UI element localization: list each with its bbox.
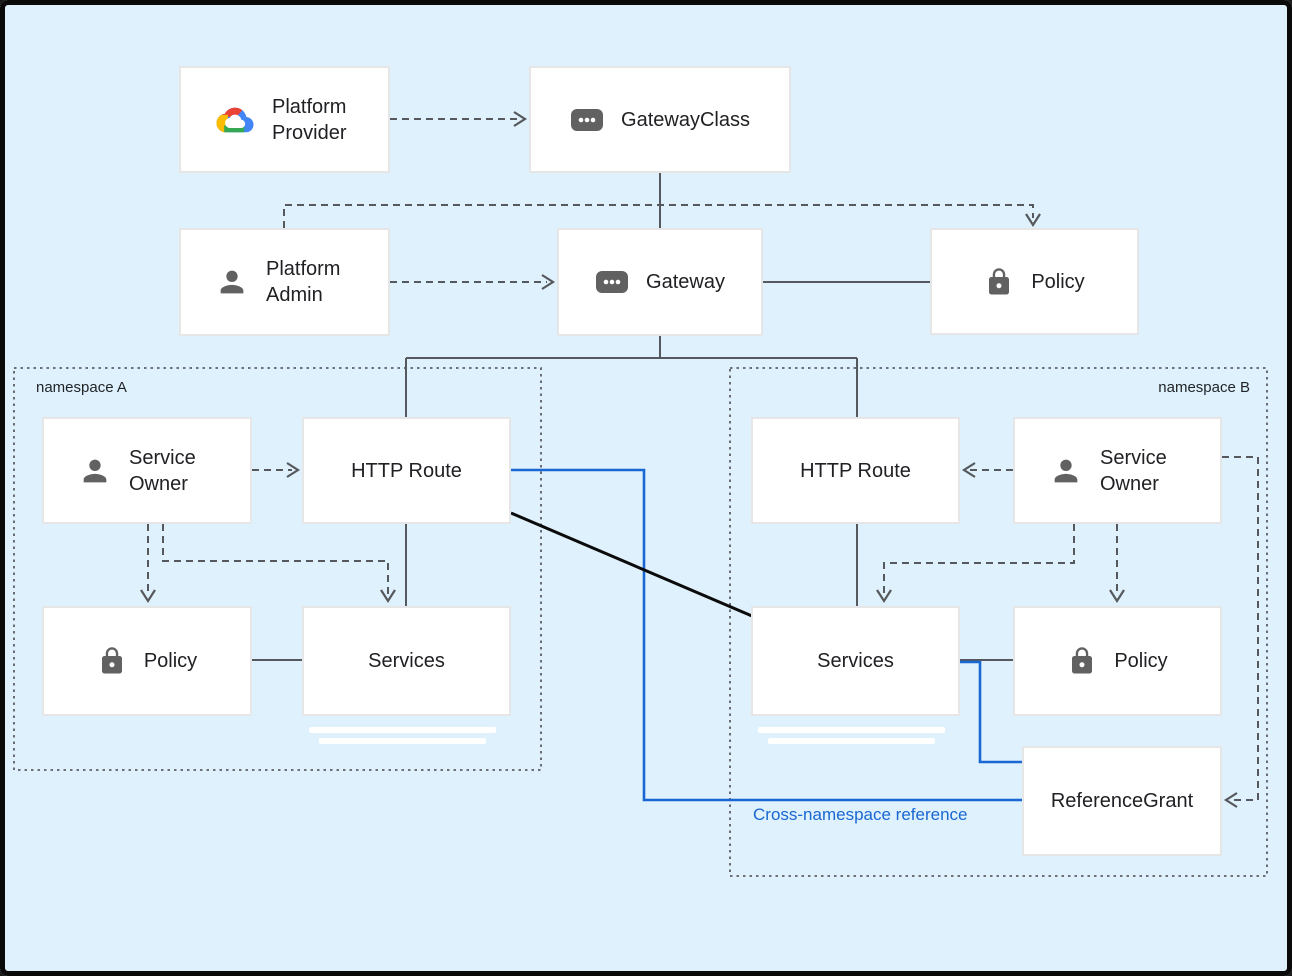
- edge-gateway-to-httproutes: [405, 336, 858, 417]
- lock-icon: [1067, 646, 1097, 676]
- gateway-chip-icon: [570, 108, 604, 132]
- lock-icon: [97, 646, 127, 676]
- node-label: Platform Provider: [272, 95, 347, 144]
- node-label: HTTP Route: [800, 459, 911, 482]
- gateway-chip-icon: [595, 270, 629, 294]
- edge-platform-provider-to-gatewayclass: [390, 111, 528, 127]
- services-b-stack-line-1: [758, 727, 945, 733]
- edge-service-owner-b-to-services-b: [876, 524, 1075, 604]
- node-reference-grant: ReferenceGrant: [1022, 746, 1222, 856]
- services-a-stack-line-1: [309, 727, 496, 733]
- node-label: Services: [817, 650, 894, 672]
- node-policy-b: Policy: [1013, 606, 1222, 716]
- edge-httproute-a-to-services-b-black: [510, 511, 753, 618]
- node-label: Service Owner: [1100, 446, 1167, 495]
- edge-service-owner-b-to-policy-b: [1109, 524, 1125, 604]
- namespace-b-label: namespace B: [1158, 379, 1250, 396]
- edge-service-owner-b-to-httproute-b: [961, 462, 1013, 478]
- node-label: Platform Admin: [266, 258, 341, 306]
- namespace-b-boundary: [729, 367, 1268, 877]
- node-label: ReferenceGrant: [1050, 790, 1194, 812]
- node-label: HTTP Route: [351, 459, 462, 482]
- edge-service-owner-b-to-referencegrant: [1222, 456, 1259, 808]
- node-label: Policy: [1114, 650, 1168, 672]
- node-platform-provider: Platform Provider: [179, 66, 390, 173]
- person-icon: [215, 265, 249, 299]
- node-http-route-b: HTTP Route: [751, 417, 960, 524]
- services-a-stack-line-2: [319, 738, 486, 744]
- edge-service-owner-a-to-httproute-a: [252, 462, 301, 478]
- node-service-owner-a: Service Owner: [42, 417, 252, 524]
- node-label: Policy: [1031, 270, 1085, 293]
- node-service-owner-b: Service Owner: [1013, 417, 1222, 524]
- node-label: Services: [368, 650, 445, 672]
- namespace-a-label: namespace A: [36, 379, 127, 396]
- edge-services-b-to-referencegrant-blue: [960, 660, 1022, 764]
- node-gatewayclass: GatewayClass: [529, 66, 791, 173]
- namespace-a-boundary: [13, 367, 542, 771]
- node-services-b: Services: [751, 606, 960, 716]
- node-policy-a: Policy: [42, 606, 252, 716]
- node-label: GatewayClass: [621, 108, 750, 131]
- node-label: Gateway: [646, 271, 725, 293]
- edge-httproute-a-to-referencegrant-blue: [511, 468, 1022, 802]
- services-b-stack-line-2: [768, 738, 935, 744]
- node-label: Service Owner: [129, 446, 196, 495]
- lock-icon: [984, 267, 1014, 297]
- node-label: Policy: [143, 650, 198, 672]
- google-cloud-icon: [215, 103, 255, 137]
- node-platform-admin: Platform Admin: [179, 228, 390, 336]
- node-gateway: Gateway: [557, 228, 763, 336]
- node-policy-top: Policy: [930, 228, 1139, 335]
- person-icon: [78, 454, 112, 488]
- edge-platform-admin-to-policy: [283, 204, 1041, 228]
- edge-service-owner-a-to-services-a: [162, 524, 396, 604]
- edge-platform-admin-to-gateway: [390, 274, 556, 290]
- edge-service-owner-a-to-policy-a: [140, 524, 156, 604]
- node-http-route-a: HTTP Route: [302, 417, 511, 524]
- person-icon: [1049, 454, 1083, 488]
- node-services-a: Services: [302, 606, 511, 716]
- cross-namespace-reference-label: Cross-namespace reference: [753, 805, 968, 824]
